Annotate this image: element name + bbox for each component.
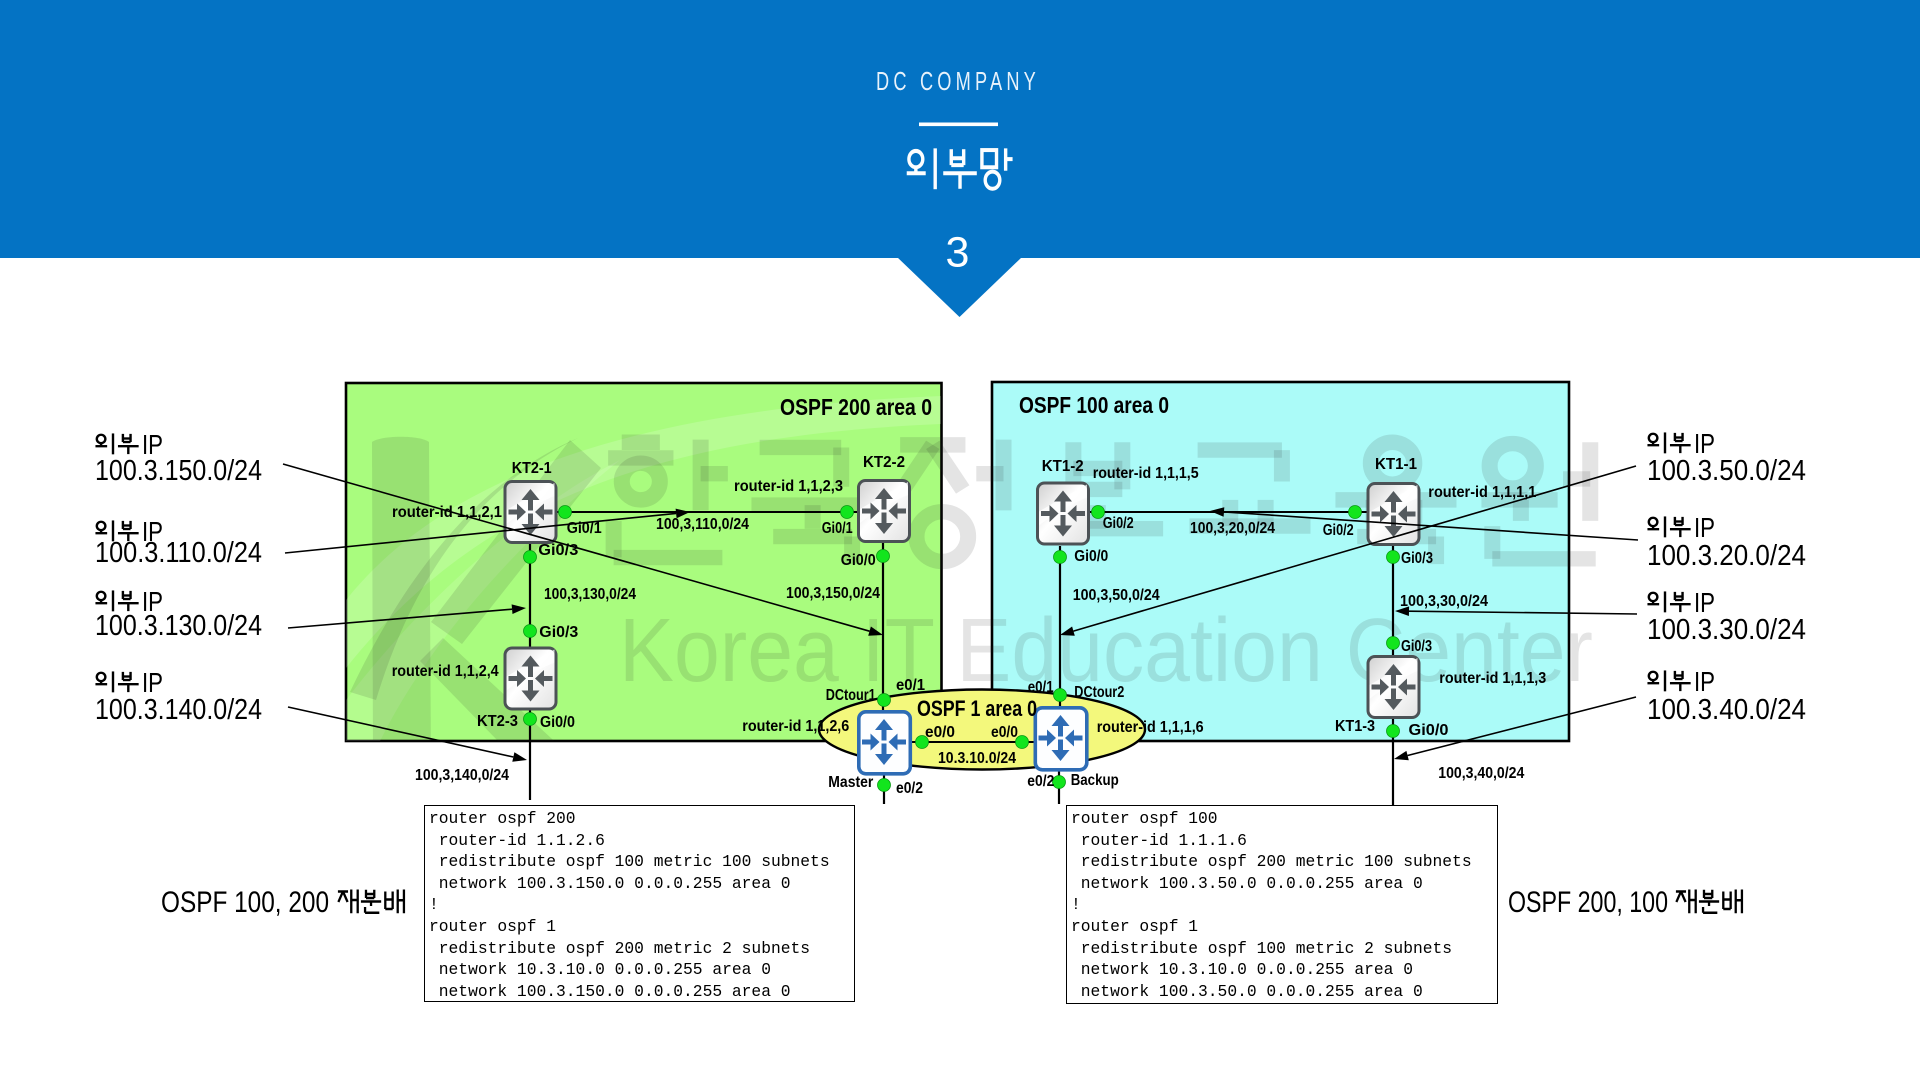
svg-text:IP: IP xyxy=(142,429,163,460)
svg-text:100.3.130.0/24: 100.3.130.0/24 xyxy=(95,610,262,642)
svg-text:100,3,30,0/24: 100,3,30,0/24 xyxy=(1400,593,1488,610)
svg-text:KT2-1: KT2-1 xyxy=(512,460,552,477)
svg-text:Gi0/1: Gi0/1 xyxy=(567,520,602,537)
svg-text:Gi0/3: Gi0/3 xyxy=(1401,550,1433,567)
svg-text:Gi0/0: Gi0/0 xyxy=(1074,548,1108,565)
svg-text:KT1-2: KT1-2 xyxy=(1042,458,1084,475)
svg-text:IP: IP xyxy=(142,586,163,617)
svg-text:DCtour1: DCtour1 xyxy=(826,687,876,704)
svg-text:OSPF 200 area 0: OSPF 200 area 0 xyxy=(780,394,932,420)
svg-text:e0/1: e0/1 xyxy=(896,677,925,694)
svg-text:KT1-3: KT1-3 xyxy=(1335,718,1375,735)
svg-text:100.3.20.0/24: 100.3.20.0/24 xyxy=(1647,540,1806,572)
svg-text:100,3,40,0/24: 100,3,40,0/24 xyxy=(1438,765,1524,782)
svg-text:Gi0/2: Gi0/2 xyxy=(1103,515,1134,532)
svg-text:e0/2: e0/2 xyxy=(896,780,923,797)
svg-text:router-id 1,1,2,1: router-id 1,1,2,1 xyxy=(392,504,502,521)
svg-text:Korea IT Education Center: Korea IT Education Center xyxy=(619,601,1593,701)
svg-text:100.3.110.0/24: 100.3.110.0/24 xyxy=(95,537,262,569)
svg-text:100.3.30.0/24: 100.3.30.0/24 xyxy=(1647,614,1806,646)
svg-text:Gi0/2: Gi0/2 xyxy=(1323,522,1354,539)
svg-text:router-id 1,1,1,3: router-id 1,1,1,3 xyxy=(1439,670,1546,687)
svg-text:100,3,20,0/24: 100,3,20,0/24 xyxy=(1190,520,1275,537)
svg-text:IP: IP xyxy=(1694,428,1715,459)
svg-text:10.3.10.0/24: 10.3.10.0/24 xyxy=(938,750,1016,767)
svg-text:100.3.50.0/24: 100.3.50.0/24 xyxy=(1647,455,1806,487)
svg-text:Gi0/3: Gi0/3 xyxy=(538,542,578,559)
svg-text:router-id 1,1,2,4: router-id 1,1,2,4 xyxy=(392,663,499,680)
svg-text:Master: Master xyxy=(828,774,873,791)
svg-text:Gi0/0: Gi0/0 xyxy=(841,552,876,569)
svg-text:KT2-2: KT2-2 xyxy=(863,454,905,471)
svg-text:100,3,110,0/24: 100,3,110,0/24 xyxy=(656,516,749,533)
svg-text:100.3.140.0/24: 100.3.140.0/24 xyxy=(95,694,262,726)
svg-text:IP: IP xyxy=(1694,666,1715,697)
svg-text:router-id 1,1,2,3: router-id 1,1,2,3 xyxy=(734,478,843,495)
svg-text:OSPF 100 area 0: OSPF 100 area 0 xyxy=(1019,392,1169,418)
svg-text:OSPF 1 area 0: OSPF 1 area 0 xyxy=(917,696,1037,721)
svg-text:DCtour2: DCtour2 xyxy=(1074,684,1124,701)
svg-text:3: 3 xyxy=(946,229,970,277)
svg-text:Gi0/0: Gi0/0 xyxy=(540,714,575,731)
svg-text:KT1-1: KT1-1 xyxy=(1375,456,1417,473)
svg-text:e0/1: e0/1 xyxy=(1028,679,1054,696)
svg-text:e0/0: e0/0 xyxy=(925,724,955,741)
svg-text:OSPF 100, 200: OSPF 100, 200 xyxy=(161,886,329,919)
svg-text:DC COMPANY: DC COMPANY xyxy=(876,66,1040,96)
svg-text:IP: IP xyxy=(1694,587,1715,618)
svg-text:100,3,150,0/24: 100,3,150,0/24 xyxy=(786,585,880,602)
svg-text:IP: IP xyxy=(142,516,163,547)
svg-text:Gi0/3: Gi0/3 xyxy=(539,624,578,641)
svg-text:e0/2: e0/2 xyxy=(1027,773,1054,790)
svg-text:e0/0: e0/0 xyxy=(991,724,1018,741)
svg-text:Gi0/1: Gi0/1 xyxy=(822,520,853,537)
svg-text:router-id 1,1,2,6: router-id 1,1,2,6 xyxy=(742,718,849,735)
svg-text:100,3,130,0/24: 100,3,130,0/24 xyxy=(544,586,636,603)
svg-text:KT2-3: KT2-3 xyxy=(477,713,518,730)
svg-text:Gi0/3: Gi0/3 xyxy=(1401,638,1432,655)
svg-text:OSPF 200, 100: OSPF 200, 100 xyxy=(1508,886,1668,919)
svg-text:router-id 1,1,1,1: router-id 1,1,1,1 xyxy=(1428,484,1536,501)
svg-text:router-id 1,1,1,5: router-id 1,1,1,5 xyxy=(1093,465,1199,482)
svg-text:IP: IP xyxy=(142,667,163,698)
svg-text:100,3,140,0/24: 100,3,140,0/24 xyxy=(415,767,509,784)
svg-text:Backup: Backup xyxy=(1071,772,1119,789)
svg-text:100,3,50,0/24: 100,3,50,0/24 xyxy=(1073,587,1160,604)
svg-text:router-id 1,1,1,6: router-id 1,1,1,6 xyxy=(1097,719,1204,736)
svg-text:100.3.150.0/24: 100.3.150.0/24 xyxy=(95,455,262,487)
svg-text:100.3.40.0/24: 100.3.40.0/24 xyxy=(1647,694,1806,726)
svg-text:Gi0/0: Gi0/0 xyxy=(1409,722,1449,739)
svg-text:IP: IP xyxy=(1694,512,1715,543)
